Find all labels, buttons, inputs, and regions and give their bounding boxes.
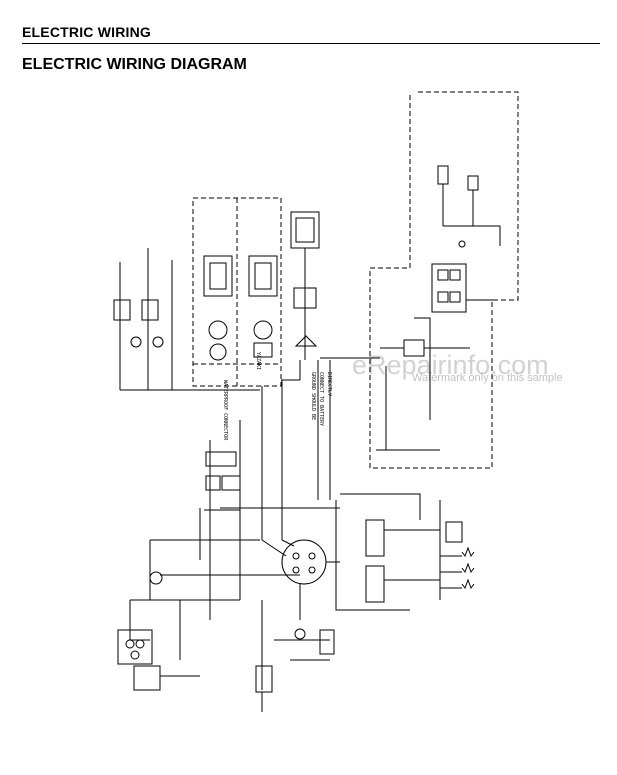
- ground-note-line-3: DIRECTLY: [326, 372, 332, 396]
- module-bottom-center: [255, 600, 335, 712]
- watermark-main: eRepairinfo.com: [352, 350, 549, 380]
- ground-note-line-2: CONNECT TO BATTERY: [318, 372, 324, 426]
- section-header: ELECTRIC WIRING: [22, 24, 600, 44]
- top-right-components: [376, 165, 501, 451]
- diagram-title: ELECTRIC WIRING DIAGRAM: [22, 56, 247, 73]
- yazaki-label: YAZAKI: [255, 352, 261, 370]
- plug-bottom-left: [117, 629, 200, 691]
- relay-top-center: [290, 211, 320, 360]
- watermark-sub: Watermark only on this sample: [412, 372, 563, 384]
- ground-note-line-1: GROUND SHOULD BE: [310, 372, 316, 420]
- dashed-enclosure-right: [369, 91, 519, 469]
- ignition-connector: [204, 451, 241, 511]
- resistor-stack-right: [440, 521, 475, 590]
- right-mid-harness: [335, 493, 441, 611]
- lower-left-harness: [129, 539, 300, 660]
- waterproof-label: WATERPROOF CONNECTOR: [222, 380, 228, 441]
- ground-hub: [261, 539, 340, 620]
- connector-left: [203, 255, 233, 361]
- connector-right: [248, 255, 278, 358]
- switch-group-left: [113, 248, 260, 391]
- connector-panel: [192, 197, 282, 387]
- cross-connections: [281, 357, 380, 381]
